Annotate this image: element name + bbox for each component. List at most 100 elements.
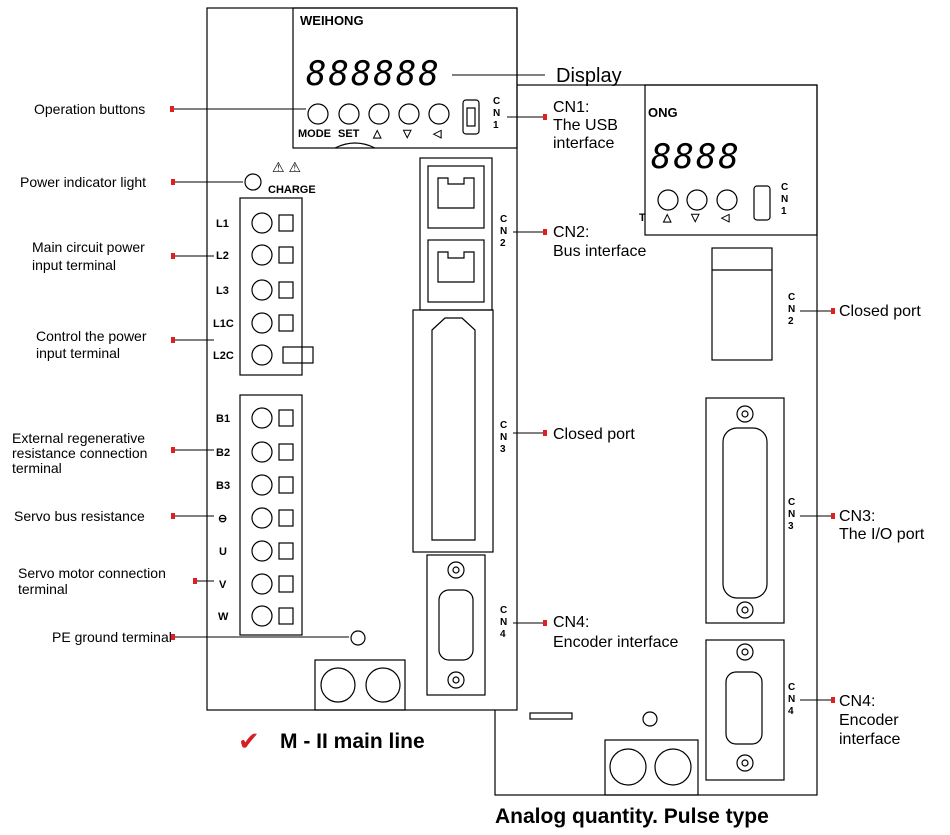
svg-text:MODE: MODE bbox=[298, 128, 331, 140]
svg-text:▽: ▽ bbox=[402, 128, 412, 140]
right-cn4-dsub bbox=[725, 671, 763, 745]
check-mark-icon: ✔ bbox=[238, 726, 260, 756]
label-ext-regen: External regenerative bbox=[12, 430, 145, 446]
right-cn2-closed-port bbox=[711, 247, 773, 361]
right-cn1-tag: C bbox=[781, 182, 788, 193]
svg-text:4: 4 bbox=[500, 629, 506, 640]
svg-text:interface: interface bbox=[839, 731, 900, 748]
left-cn4-tag: C bbox=[500, 605, 507, 616]
svg-text:3: 3 bbox=[788, 521, 794, 532]
label-right-cn4: CN4: bbox=[839, 693, 875, 710]
left-unit bbox=[206, 7, 518, 711]
svg-text:4: 4 bbox=[788, 706, 794, 717]
svg-text:2: 2 bbox=[500, 238, 506, 249]
left-unit-top-panel bbox=[292, 7, 518, 149]
svg-text:resistance connection: resistance connection bbox=[12, 445, 147, 461]
svg-text:N: N bbox=[500, 432, 507, 443]
svg-text:L2C: L2C bbox=[213, 350, 234, 362]
svg-text:Encoder interface: Encoder interface bbox=[553, 634, 679, 651]
leader-lines bbox=[172, 74, 833, 701]
pe-ground-symbol bbox=[350, 630, 366, 646]
svg-text:U: U bbox=[219, 546, 227, 558]
right-unit-body bbox=[494, 84, 818, 796]
svg-text:T: T bbox=[639, 212, 646, 224]
left-brand: WEIHONG bbox=[300, 13, 364, 28]
svg-text:L2: L2 bbox=[216, 250, 229, 262]
label-power-indicator: Power indicator light bbox=[20, 174, 146, 190]
svg-text:△: △ bbox=[662, 212, 672, 224]
right-cn3-frame bbox=[705, 397, 785, 624]
svg-text:▽: ▽ bbox=[690, 212, 700, 224]
svg-text:N: N bbox=[788, 509, 795, 520]
right-cn3-screw-top bbox=[736, 405, 754, 423]
right-buttons bbox=[657, 185, 771, 221]
caption-analog-pulse: Analog quantity. Pulse type bbox=[495, 805, 769, 828]
svg-text:interface: interface bbox=[553, 135, 614, 152]
svg-text:input terminal: input terminal bbox=[32, 257, 116, 273]
right-unit bbox=[494, 84, 818, 796]
label-display: Display bbox=[556, 65, 622, 87]
svg-text:△: △ bbox=[372, 128, 382, 140]
terminal-block-power bbox=[239, 197, 303, 376]
left-cn2-tag: C bbox=[500, 214, 507, 225]
svg-text:N: N bbox=[500, 617, 507, 628]
label-servo-bus: Servo bus resistance bbox=[14, 508, 145, 524]
right-cn3-screw-bottom bbox=[736, 601, 754, 619]
svg-text:SET: SET bbox=[338, 128, 360, 140]
label-servo-motor: Servo motor connection bbox=[18, 565, 166, 581]
left-display-digits: 888888 bbox=[306, 54, 441, 94]
right-cn2-tag: C bbox=[788, 292, 795, 303]
left-unit-body bbox=[206, 7, 518, 711]
right-brand: ONG bbox=[648, 105, 678, 120]
terminal-block-motor bbox=[239, 394, 303, 636]
svg-text:N: N bbox=[788, 694, 795, 705]
right-cn4-frame bbox=[705, 639, 785, 781]
svg-text:W: W bbox=[218, 611, 229, 623]
right-ground-block bbox=[604, 739, 699, 796]
svg-text:The USB: The USB bbox=[553, 117, 618, 134]
left-cn3-tag: C bbox=[500, 420, 507, 431]
svg-text:Encoder: Encoder bbox=[839, 712, 899, 729]
right-cn3-connector bbox=[722, 427, 768, 599]
left-usb-port bbox=[462, 99, 480, 135]
svg-text:2: 2 bbox=[788, 316, 794, 327]
label-main-circuit: Main circuit power bbox=[32, 239, 145, 255]
svg-text:terminal: terminal bbox=[12, 460, 62, 476]
right-cn4-tag: C bbox=[788, 682, 795, 693]
label-right-cn3: CN3: bbox=[839, 508, 875, 525]
charge-label: CHARGE bbox=[268, 184, 316, 196]
svg-text:N: N bbox=[500, 226, 507, 237]
label-pe-ground: PE ground terminal bbox=[52, 629, 172, 645]
svg-text:L3: L3 bbox=[216, 285, 229, 297]
label-cn1: CN1: bbox=[553, 99, 589, 116]
left-cn4-encoder bbox=[426, 554, 486, 696]
left-cn1-tag: C bbox=[493, 96, 500, 107]
power-indicator-light bbox=[244, 173, 262, 191]
svg-text:B1: B1 bbox=[216, 413, 230, 425]
right-unit-top-panel bbox=[644, 84, 818, 236]
label-operation-buttons: Operation buttons bbox=[34, 101, 145, 117]
svg-text:N: N bbox=[493, 108, 500, 119]
svg-text:⊖: ⊖ bbox=[218, 513, 227, 525]
svg-text:B3: B3 bbox=[216, 480, 230, 492]
svg-text:V: V bbox=[219, 579, 227, 591]
svg-text:Bus interface: Bus interface bbox=[553, 243, 646, 260]
svg-text:The I/O port: The I/O port bbox=[839, 526, 925, 543]
svg-text:◁: ◁ bbox=[432, 128, 442, 140]
svg-text:3: 3 bbox=[500, 444, 506, 455]
right-display-digits: 8888 bbox=[651, 137, 741, 177]
svg-text:1: 1 bbox=[493, 120, 499, 131]
charge-warning-icon: ⚠ ⚠ bbox=[272, 159, 301, 175]
right-ground-symbol bbox=[642, 711, 658, 727]
svg-text:◁: ◁ bbox=[720, 212, 730, 224]
label-cn2: CN2: bbox=[553, 224, 589, 241]
leader-ticks bbox=[170, 106, 835, 703]
svg-text:terminal: terminal bbox=[18, 581, 68, 597]
svg-text:L1C: L1C bbox=[213, 318, 234, 330]
label-cn4: CN4: bbox=[553, 614, 589, 631]
right-cn3-tag: C bbox=[788, 497, 795, 508]
label-control-power: Control the power bbox=[36, 328, 147, 344]
left-ground-block bbox=[314, 659, 406, 711]
left-cn3-closed-port bbox=[412, 309, 494, 553]
